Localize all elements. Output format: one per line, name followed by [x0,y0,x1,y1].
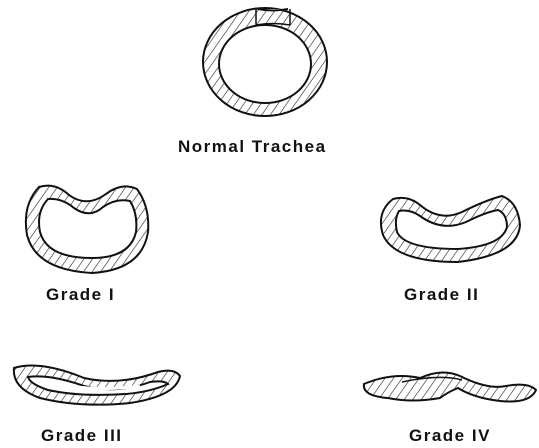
grade-2-label: Grade II [404,285,479,305]
grade-4-label: Grade IV [409,426,491,446]
grade-4-shape [364,372,536,401]
normal-trachea-label: Normal Trachea [178,137,327,157]
normal-trachea-shape [203,8,327,116]
grade-3-shape [14,366,180,405]
grade-3-label: Grade III [41,426,123,446]
grade-1-label: Grade I [46,285,115,305]
grade-2-shape [381,196,520,262]
grade-1-shape [26,186,148,273]
